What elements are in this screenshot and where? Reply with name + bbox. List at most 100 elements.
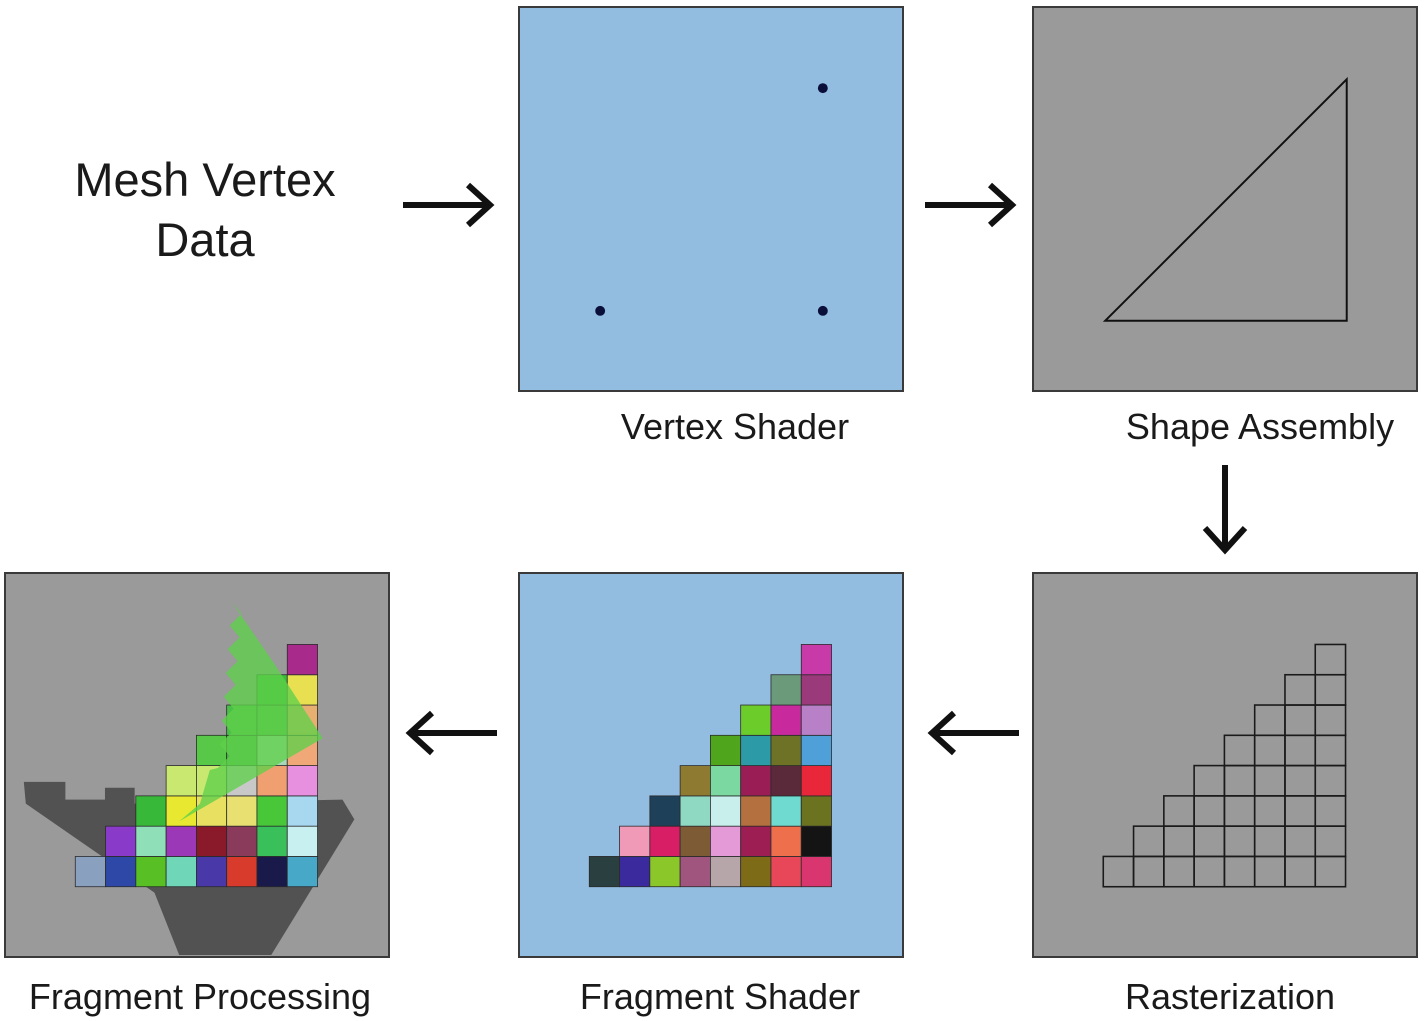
fragment-cell <box>770 825 802 857</box>
raster-grid <box>1102 643 1347 888</box>
processed-cell <box>105 856 137 888</box>
raster-cell <box>1253 795 1286 827</box>
raster-cell <box>1163 825 1195 858</box>
mesh-vertex-data-line1: Mesh Vertex <box>74 153 336 206</box>
processed-cell <box>135 795 167 827</box>
processed-cell <box>286 795 318 827</box>
fragment-cell <box>800 765 832 797</box>
processed-cell <box>196 734 228 766</box>
fragment-cell <box>740 825 772 857</box>
raster-cell <box>1314 855 1347 888</box>
fragment-cell <box>710 734 742 766</box>
left-arrow-icon <box>405 710 497 756</box>
raster-cell <box>1132 855 1165 888</box>
fragment-processing-panel <box>4 572 390 958</box>
raster-cell <box>1193 855 1226 888</box>
fragment-cell <box>679 765 711 797</box>
fragment-cell <box>740 734 772 766</box>
raster-cell <box>1284 825 1317 858</box>
raster-cell <box>1284 764 1317 797</box>
processed-cell <box>74 856 106 888</box>
raster-cell <box>1223 825 1256 858</box>
mesh-vertex-data-title: Mesh Vertex Data <box>30 150 380 270</box>
raster-cell <box>1223 734 1256 767</box>
vertex-points <box>595 83 828 316</box>
fragment-cell <box>800 825 832 857</box>
processed-cell <box>105 825 137 857</box>
fragment-cell <box>619 825 651 857</box>
fragment-cell <box>649 795 681 827</box>
processed-cell <box>256 825 288 857</box>
fragment-cell <box>619 856 651 888</box>
raster-cell <box>1193 764 1226 797</box>
fragment-cell <box>710 856 742 888</box>
raster-cell <box>1223 855 1256 888</box>
raster-cell <box>1284 855 1317 888</box>
raster-cell <box>1314 673 1347 706</box>
fragment-cell <box>800 644 832 676</box>
processed-cell <box>256 795 288 827</box>
processed-cell <box>286 644 318 676</box>
vertex-point <box>817 83 828 94</box>
fragment-cell <box>710 825 742 857</box>
fragment-cell <box>800 734 832 766</box>
fragment-cell <box>800 795 832 827</box>
raster-cell <box>1314 704 1347 737</box>
rasterization-label: Rasterization <box>1124 976 1336 1017</box>
right-arrow-icon <box>925 182 1017 228</box>
processed-cell <box>135 825 167 857</box>
raster-cell <box>1163 855 1195 888</box>
processed-cell <box>165 825 197 857</box>
raster-cell <box>1314 643 1347 676</box>
raster-cell <box>1132 825 1165 858</box>
fragment-cell <box>710 795 742 827</box>
assembled-triangle <box>1102 76 1348 322</box>
raster-cell <box>1314 795 1347 827</box>
vertex-point <box>595 305 606 316</box>
raster-cell <box>1253 764 1286 797</box>
fragment-cell <box>740 795 772 827</box>
raster-cell <box>1314 825 1347 858</box>
processed-cell <box>226 825 258 857</box>
fragment-cell <box>800 674 832 706</box>
raster-cell <box>1314 764 1347 797</box>
processed-cell <box>165 765 197 797</box>
processed-cell <box>196 825 228 857</box>
fragment-cell <box>649 825 681 857</box>
processed-cell <box>226 795 258 827</box>
raster-cell <box>1253 825 1286 858</box>
fragment-cell <box>770 795 802 827</box>
fragment-cell <box>710 765 742 797</box>
processed-fragments <box>23 601 355 956</box>
raster-cell <box>1253 704 1286 737</box>
raster-cell <box>1284 704 1317 737</box>
fragment-cell <box>770 856 802 888</box>
fragment-cell <box>740 856 772 888</box>
fragment-cell <box>679 795 711 827</box>
raster-cell <box>1163 795 1195 827</box>
processed-cell <box>256 856 288 888</box>
fragment-cell <box>770 734 802 766</box>
processed-cell <box>286 765 318 797</box>
raster-cell <box>1253 855 1286 888</box>
processed-cell <box>286 825 318 857</box>
processed-cell <box>165 856 197 888</box>
fragment-cell <box>800 704 832 736</box>
fragment-shader-label: Fragment Shader <box>579 976 861 1017</box>
vertex-shader-panel <box>518 6 904 392</box>
shape-assembly-panel <box>1032 6 1418 392</box>
down-arrow-icon <box>1202 465 1248 555</box>
vertex-shader-label: Vertex Shader <box>620 406 850 447</box>
raster-cell <box>1284 734 1317 767</box>
fragment-cell <box>588 856 620 888</box>
vertex-point <box>817 305 828 316</box>
fragment-cell <box>800 856 832 888</box>
shaded-fragments <box>588 644 832 888</box>
processed-cell <box>226 856 258 888</box>
raster-cell <box>1193 795 1226 827</box>
fragment-cell <box>740 765 772 797</box>
fragment-cell <box>679 825 711 857</box>
fragment-cell <box>770 704 802 736</box>
rasterization-panel <box>1032 572 1418 958</box>
processed-cell <box>286 856 318 888</box>
